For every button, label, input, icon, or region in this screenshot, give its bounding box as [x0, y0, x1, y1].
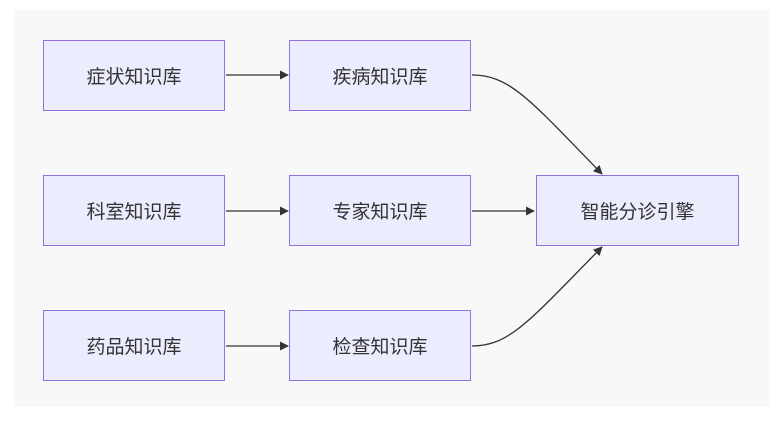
node-label: 检查知识库	[332, 336, 428, 358]
node-label: 专家知识库	[332, 201, 428, 223]
node-label: 药品知识库	[86, 336, 182, 358]
node-label: 症状知识库	[86, 66, 182, 88]
node-department-kb: 科室知识库	[43, 175, 225, 246]
node-label: 科室知识库	[86, 201, 182, 223]
node-label: 疾病知识库	[332, 66, 428, 88]
node-disease-kb: 疾病知识库	[289, 40, 471, 111]
node-drug-kb: 药品知识库	[43, 310, 225, 381]
node-triage-engine: 智能分诊引擎	[536, 175, 739, 246]
edge-exam-to-engine	[471, 246, 603, 347]
node-symptom-kb: 症状知识库	[43, 40, 225, 111]
node-label: 智能分诊引擎	[580, 201, 695, 223]
node-exam-kb: 检查知识库	[289, 310, 471, 381]
node-expert-kb: 专家知识库	[289, 175, 471, 246]
edge-disease-to-engine	[471, 74, 603, 175]
